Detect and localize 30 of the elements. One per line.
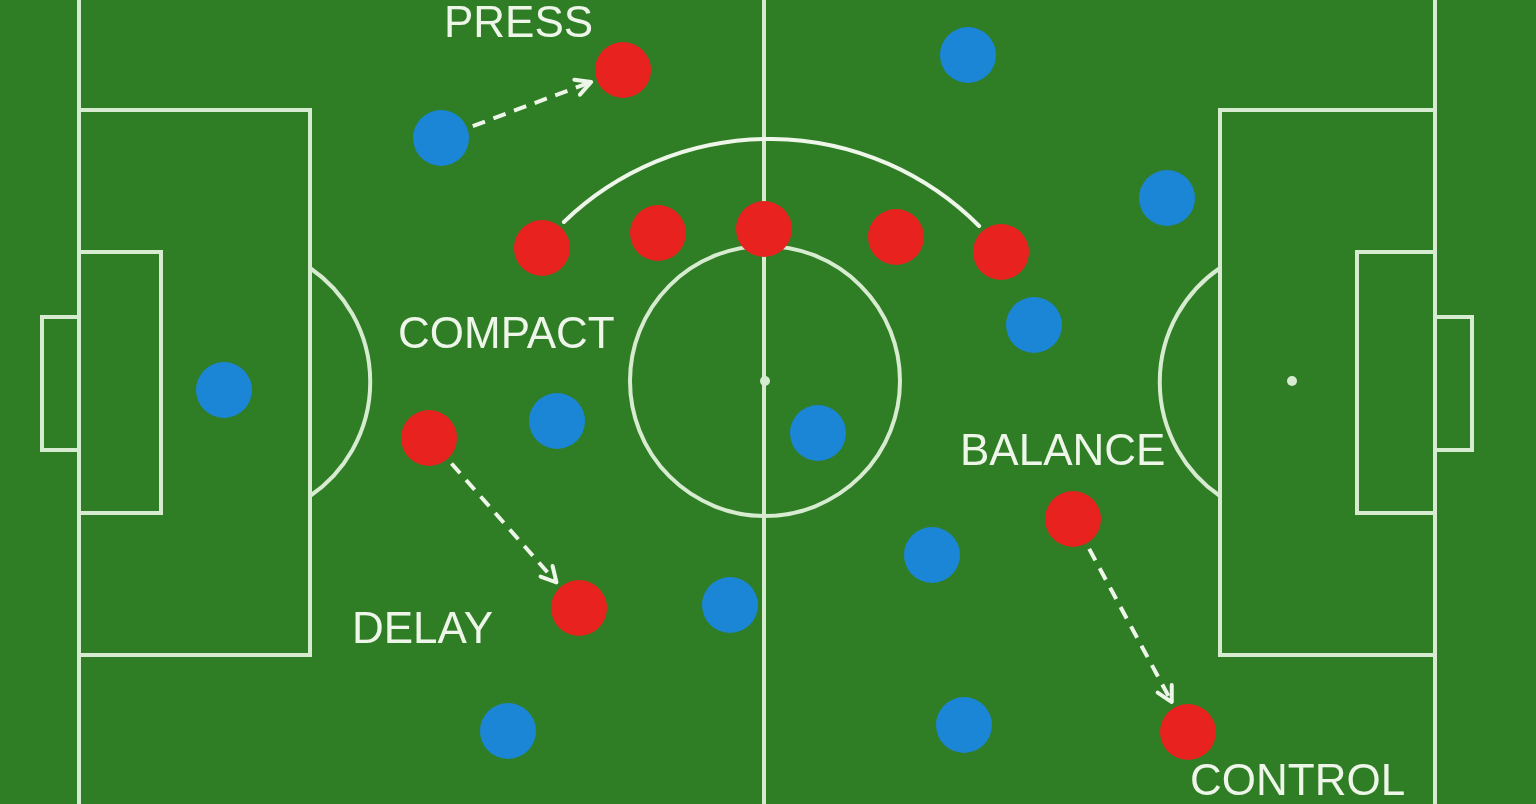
dashed-arrow bbox=[450, 462, 559, 585]
tactic-label: BALANCE bbox=[960, 428, 1166, 472]
player-token bbox=[514, 220, 570, 276]
player-token bbox=[196, 362, 252, 418]
tactic-label: CONTROL bbox=[1190, 758, 1406, 802]
player-token bbox=[790, 405, 846, 461]
player-token bbox=[551, 580, 607, 636]
tactic-label: PRESS bbox=[444, 0, 594, 44]
player-token bbox=[401, 410, 457, 466]
player-token bbox=[413, 110, 469, 166]
tactic-label: DELAY bbox=[352, 606, 494, 650]
player-token bbox=[904, 527, 960, 583]
player-token bbox=[1160, 704, 1216, 760]
dashed-arrow bbox=[472, 77, 594, 128]
tactic-label: COMPACT bbox=[398, 311, 615, 355]
player-token bbox=[1006, 297, 1062, 353]
player-token bbox=[973, 224, 1029, 280]
player-token bbox=[736, 201, 792, 257]
player-token bbox=[480, 703, 536, 759]
player-token bbox=[630, 205, 686, 261]
player-token bbox=[1045, 491, 1101, 547]
player-token bbox=[868, 209, 924, 265]
player-token bbox=[595, 42, 651, 98]
player-token bbox=[702, 577, 758, 633]
player-token bbox=[529, 393, 585, 449]
player-token bbox=[1139, 170, 1195, 226]
player-token bbox=[936, 697, 992, 753]
curved-line bbox=[561, 137, 982, 228]
dashed-arrow bbox=[1087, 547, 1174, 705]
player-token bbox=[940, 27, 996, 83]
